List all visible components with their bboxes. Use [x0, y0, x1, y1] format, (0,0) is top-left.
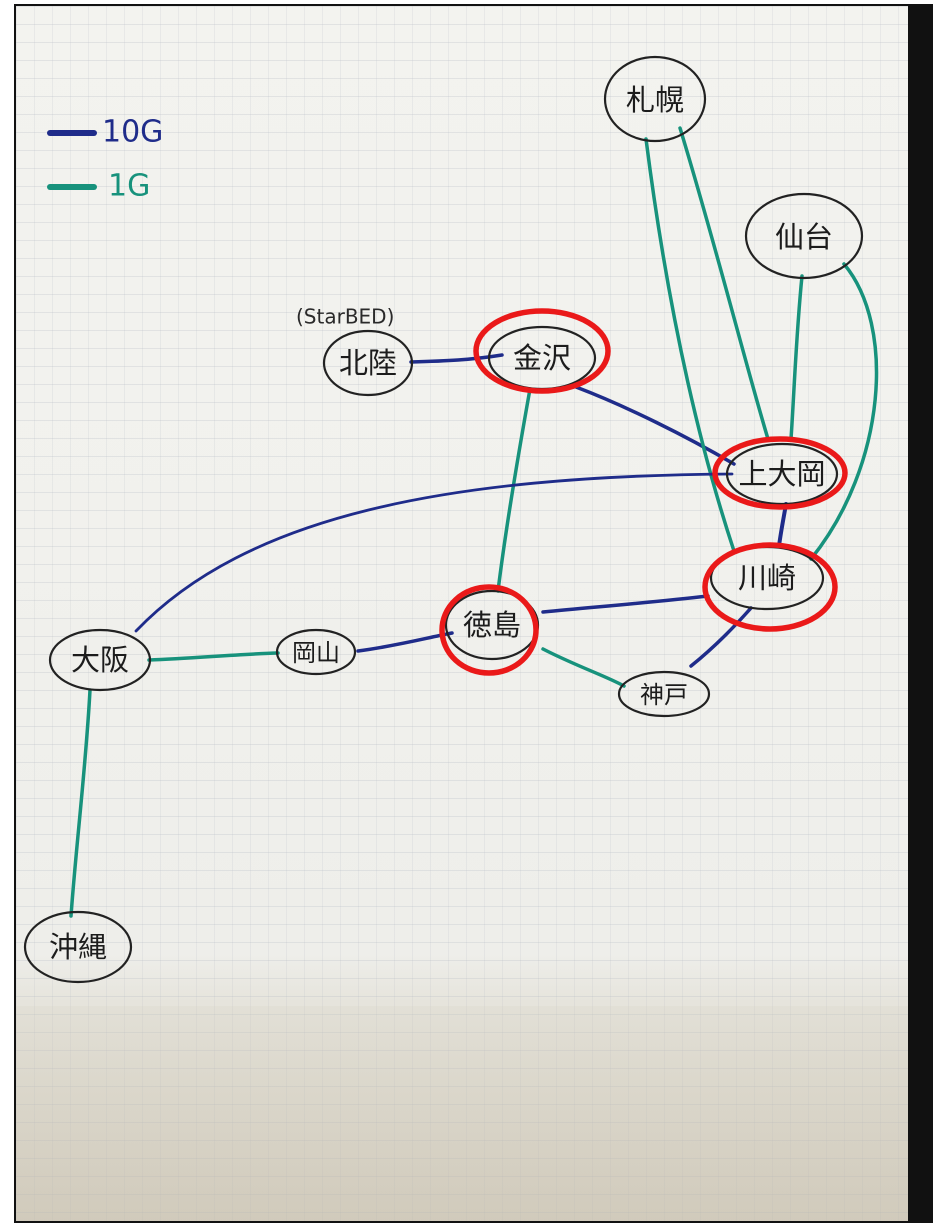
node-sapporo: 札幌 — [603, 55, 707, 143]
sendai-ellipse — [744, 192, 864, 280]
tokushima-highlight — [439, 584, 539, 676]
link-osaka-kamiooka — [134, 472, 734, 633]
node-kamiooka: 上大岡 — [725, 442, 839, 506]
kamiooka-ellipse — [725, 442, 839, 506]
node-okinawa: 沖縄 — [23, 910, 133, 984]
links — [69, 126, 879, 918]
node-osaka: 大阪 — [48, 628, 152, 692]
kobe-label: 神戸 — [640, 681, 688, 709]
link-osaka-okayama — [147, 651, 280, 662]
node-sendai: 仙台 — [744, 192, 864, 280]
link-sendai-kamiooka — [789, 274, 804, 441]
link-tokushima-kobe — [541, 647, 626, 688]
link-tokushima-kawasaki — [541, 594, 710, 614]
link-okayama-tokushima — [356, 631, 454, 653]
starbed-label: (StarBED) — [296, 305, 394, 329]
kanazawa-highlight — [473, 308, 611, 394]
kamiooka-highlight — [712, 436, 848, 510]
link-kanazawa-kamiooka — [574, 385, 736, 466]
osaka-ellipse — [48, 628, 152, 692]
photo-frame: 10G 1G — [14, 4, 933, 1223]
legend-10g-label: 10G — [102, 115, 163, 150]
sapporo-label: 札幌 — [626, 83, 684, 117]
paper-fold — [16, 1006, 908, 1221]
tokushima-label: 徳島 — [463, 608, 521, 642]
sapporo-ellipse — [603, 55, 707, 143]
node-tokushima: 徳島 — [444, 589, 540, 661]
link-sapporo-kamiooka — [678, 126, 770, 441]
node-kawasaki: 川崎 — [709, 545, 825, 611]
legend: 10G 1G — [47, 115, 163, 204]
node-hokuriku: 北陸 — [322, 329, 414, 397]
node-okayama: 岡山 — [275, 628, 357, 676]
link-kamiooka-kawasaki — [777, 502, 788, 548]
okinawa-label: 沖縄 — [49, 930, 107, 964]
kobe-ellipse — [617, 670, 711, 718]
link-kanazawa-tokushima — [496, 387, 532, 593]
paper-sheet: 10G 1G — [16, 6, 908, 1221]
link-sendai-kawasaki — [809, 262, 879, 561]
hokuriku-label: 北陸 — [339, 346, 397, 380]
sendai-label: 仙台 — [775, 220, 833, 254]
network-diagram: 10G 1G — [23, 55, 879, 984]
osaka-label: 大阪 — [71, 643, 129, 677]
kanazawa-label: 金沢 — [513, 341, 571, 375]
link-osaka-okinawa — [69, 688, 92, 918]
link-kawasaki-kobe — [689, 606, 753, 668]
kawasaki-highlight — [702, 542, 838, 632]
link-hokuriku-kanazawa — [409, 353, 504, 364]
node-kobe: 神戸 — [617, 670, 711, 718]
legend-1g-label: 1G — [108, 169, 150, 204]
link-sapporo-kawasaki — [644, 137, 736, 553]
highlight-overlays — [439, 308, 848, 676]
node-kanazawa: 金沢 — [487, 325, 597, 391]
okayama-ellipse — [275, 628, 357, 676]
okayama-label: 岡山 — [292, 639, 340, 667]
okinawa-ellipse — [23, 910, 133, 984]
kawasaki-label: 川崎 — [738, 561, 796, 595]
kamiooka-label: 上大岡 — [738, 457, 825, 491]
hokuriku-ellipse — [322, 329, 414, 397]
